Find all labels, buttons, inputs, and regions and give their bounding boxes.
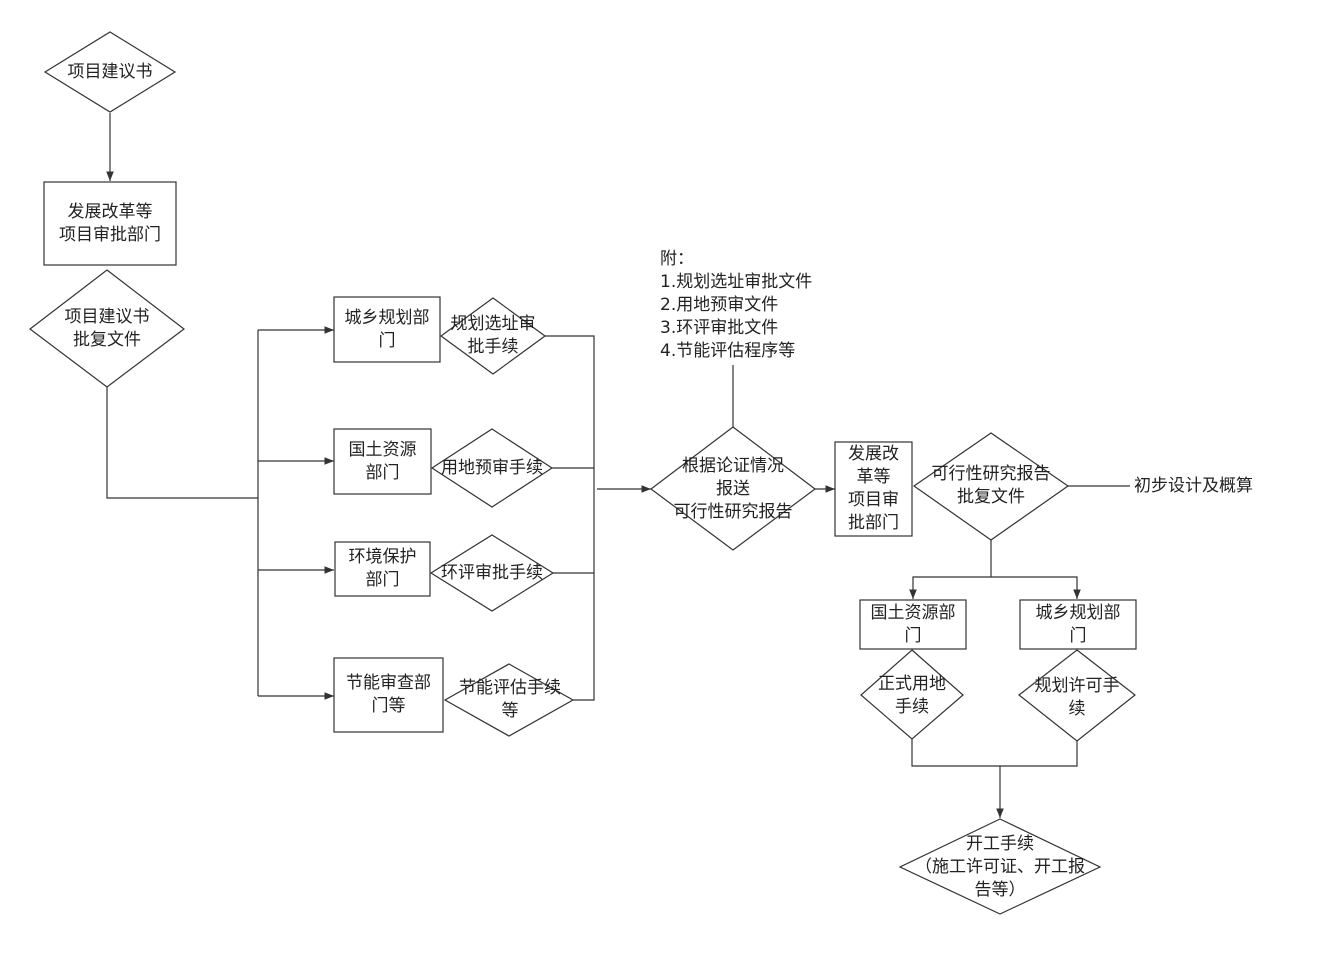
shape-proposal: [43, 31, 177, 113]
edge-site-to-merge: [545, 335, 595, 701]
shape-env: [334, 541, 431, 597]
node-preliminary-design: 初步设计及概算: [1134, 475, 1253, 496]
shape-feasreply: [912, 432, 1070, 541]
edge-reply-to-branch: [106, 387, 258, 499]
shape-permit: [1018, 649, 1136, 742]
node-proposal-reply-doc: 项目建议书 批复文件: [64, 307, 150, 350]
node-feasibility-reply-doc: 可行性研究报告 批复文件: [931, 464, 1051, 507]
shape-eia: [429, 534, 555, 612]
shape-start: [898, 818, 1102, 915]
node-formal-land-procedure: 正式用地 手续: [878, 674, 946, 717]
node-environment-dept: 环境保护 部门: [348, 547, 417, 590]
node-energy-review-dept: 节能审查部 门等: [346, 673, 431, 716]
node-urban-planning-dept-1: 城乡规划部 门: [344, 307, 430, 351]
node-eia-approval: 环评审批手续: [441, 562, 543, 583]
shape-dev2: [834, 441, 913, 537]
shape-reply: [29, 269, 185, 388]
shape-dev1: [43, 181, 177, 266]
node-energy-evaluation: 节能评估手续 等: [459, 678, 561, 721]
shape-energy: [333, 657, 444, 733]
shape-energyeval: [443, 663, 575, 737]
shape-landpre: [430, 428, 554, 508]
edge-split-to-urban2: [991, 576, 1081, 599]
node-project-proposal: 项目建议书: [67, 61, 153, 82]
node-urban-planning-dept-2: 城乡规划部 门: [1035, 602, 1121, 646]
node-land-resources-dept-2: 国土资源部 门: [870, 602, 956, 646]
shape-urban1: [333, 296, 441, 363]
shape-formal: [860, 649, 964, 740]
node-dev-reform-dept-1: 发展改革等 项目审批部门: [59, 201, 161, 245]
node-planning-permit-procedure: 规划许可手 续: [1034, 676, 1120, 719]
node-land-resources-dept-1: 国土资源 部门: [348, 439, 417, 483]
node-land-pre-approval: 用地预审手续: [441, 457, 543, 478]
shape-land1: [333, 428, 432, 495]
shape-submit: [649, 426, 817, 551]
edge-join-lower: [911, 739, 1078, 767]
shape-urban2: [1019, 599, 1137, 650]
edge-split-to-land2: [909, 576, 991, 599]
node-construction-start-procedure: 开工手续 （施工许可证、开工报 告等）: [915, 833, 1085, 900]
node-submit-feasibility-report: 根据论证情况 报送 可行性研究报告: [673, 455, 793, 522]
connectors: [106, 113, 1130, 818]
node-dev-reform-dept-2: 发展改 革等 项目审 批部门: [848, 444, 899, 533]
attachment-note: 附： 1.规划选址审批文件 2.用地预审文件 3.环评审批文件 4.节能评估程序…: [660, 249, 813, 361]
node-site-selection-approval: 规划选址审 批手续: [450, 314, 536, 357]
shapes: [29, 31, 1137, 915]
shape-land2: [859, 599, 967, 650]
shape-site: [439, 297, 547, 375]
